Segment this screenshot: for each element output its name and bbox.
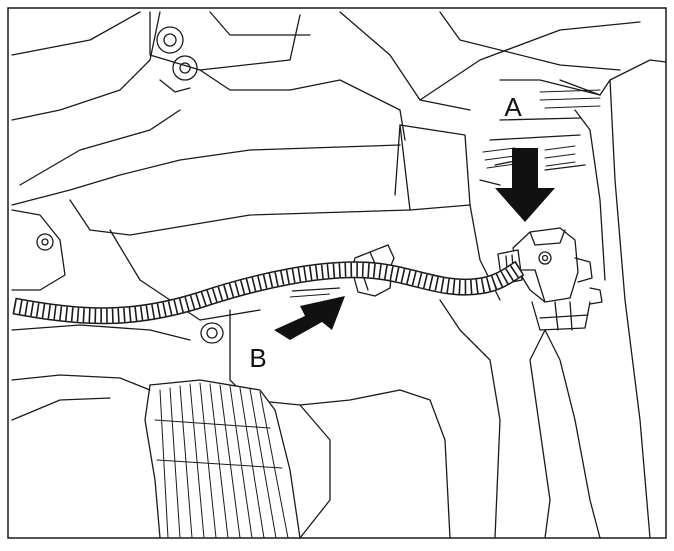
mounting-bolts (156, 26, 198, 93)
corrugated-duct (144, 379, 301, 539)
arrow-a (495, 148, 555, 222)
hatching-a (482, 89, 601, 169)
left-panel (11, 209, 191, 421)
callout-a-label: A (504, 92, 522, 122)
right-side-column (479, 59, 667, 539)
body-panel-outlines (11, 11, 641, 206)
callout-b-label: B (249, 343, 266, 373)
wire-harness (12, 260, 525, 325)
panel-bolt (200, 322, 224, 344)
arrow-b (274, 287, 345, 340)
